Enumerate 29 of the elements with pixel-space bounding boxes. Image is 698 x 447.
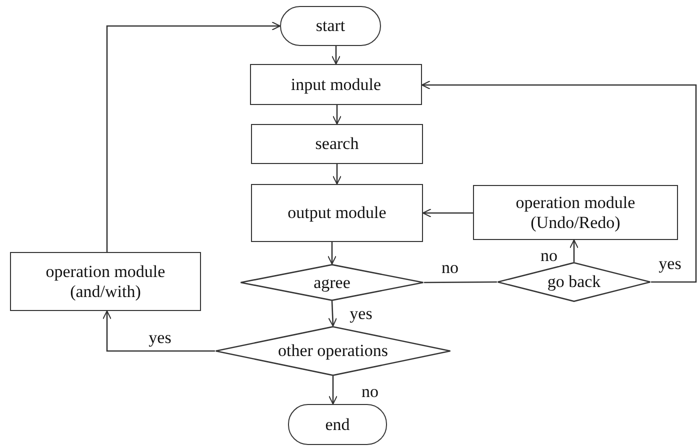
process-box [250,64,422,105]
arrow [327,242,337,265]
arrow [332,164,342,185]
terminal-box [280,6,381,46]
arrow [106,21,281,252]
process-box [251,124,423,164]
decision-label: agree [314,272,350,292]
decision-label: go back [547,272,601,292]
arrow [328,300,338,327]
box-label: start [316,16,346,36]
arrow [422,208,473,218]
process-box [473,185,678,240]
connector-line [424,281,497,284]
box-label: input module [290,74,382,94]
arrow [421,80,697,283]
decision-label: other operations [278,341,388,361]
box-label: end [325,414,350,434]
arrow [569,239,579,262]
box-label: output module [288,203,386,223]
arrow [332,105,342,125]
arrow [102,310,215,352]
terminal-box [288,404,387,445]
box-label: operation module (and/with) [44,262,166,302]
box-label: search [315,134,359,154]
box-label: operation module (Undo/Redo) [514,192,636,232]
arrow [328,376,338,405]
arrow [331,46,341,65]
process-box [10,252,201,311]
process-box [251,184,423,242]
